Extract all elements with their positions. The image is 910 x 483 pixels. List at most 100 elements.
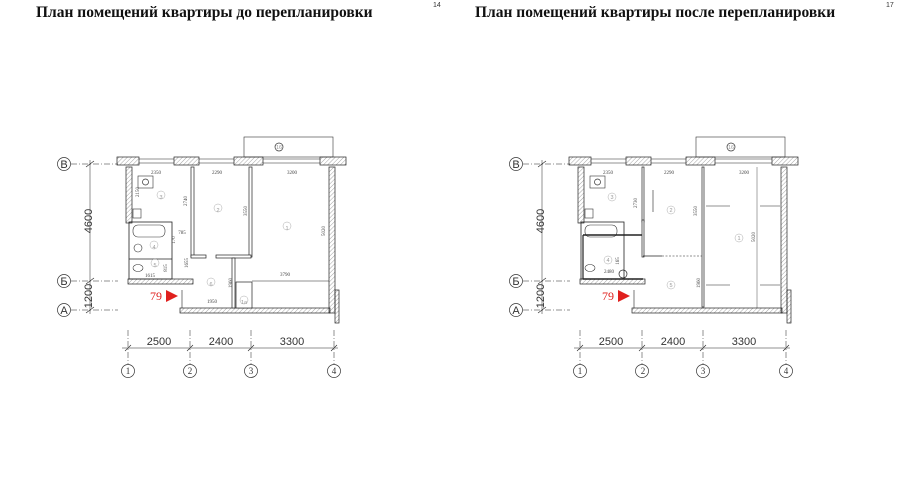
wall <box>780 166 788 314</box>
room-bubble <box>603 255 613 265</box>
plan-line <box>85 277 95 285</box>
plan-line <box>330 344 338 352</box>
room-bubble <box>150 258 160 268</box>
wall <box>685 156 716 166</box>
col-dimension: 3300 <box>732 336 756 348</box>
plan-line <box>85 160 95 168</box>
dimension-label: 815 <box>164 264 169 272</box>
dimension-label: 2150 <box>136 187 141 198</box>
room-number: 6 <box>209 282 212 288</box>
toilet-icon <box>132 264 144 272</box>
plan-line <box>638 344 646 352</box>
wall <box>233 156 264 166</box>
axis-col-label: 2 <box>641 366 646 376</box>
axis-col-label: 1 <box>126 366 131 376</box>
washbasin-icon <box>618 269 628 279</box>
room-number: 5 <box>153 263 156 269</box>
partition <box>231 257 236 309</box>
partition <box>641 219 645 258</box>
wall <box>319 156 347 166</box>
room-bubble <box>726 142 736 152</box>
partition <box>248 166 253 258</box>
sink-icon <box>584 208 594 219</box>
axis-bubble <box>779 364 793 378</box>
wall <box>127 278 194 285</box>
plan-before-labels: В Б А 1 2 3 4 2500 2400 3300 4600 1200 2… <box>60 145 336 376</box>
axis-bubble <box>509 303 523 317</box>
axis-bubble <box>696 364 710 378</box>
dimension-label: 2290 <box>664 171 675 176</box>
plan-line <box>124 344 132 352</box>
dimension-label: 5020 <box>322 226 327 237</box>
plan-line <box>85 306 95 314</box>
col-dimension: 2400 <box>209 336 233 348</box>
washbasin-icon <box>133 243 143 253</box>
plan-before <box>57 136 347 378</box>
room-number: 2 <box>216 208 219 214</box>
axis-col-label: 4 <box>784 366 789 376</box>
row-dimension: 4600 <box>535 209 547 233</box>
wall <box>116 156 140 166</box>
axis-col-label: 1 <box>578 366 583 376</box>
stove-icon <box>137 175 154 189</box>
col-dimension: 2500 <box>147 336 171 348</box>
wall <box>328 166 336 314</box>
plan-line <box>782 344 790 352</box>
room-bubble <box>666 205 676 215</box>
closet-room-1a <box>235 281 253 309</box>
stove-burner-icon <box>594 178 601 186</box>
bathtub-icon <box>132 224 166 238</box>
entrance-arrow-icon <box>618 290 630 302</box>
dimension-label: 2350 <box>151 171 162 176</box>
room-number: 3 <box>610 195 613 201</box>
row-dimension: 1200 <box>535 284 547 308</box>
wall <box>786 289 792 324</box>
room-bubble <box>149 240 159 250</box>
wall <box>625 156 652 166</box>
dimension-label: 785 <box>178 231 186 236</box>
wall <box>173 156 200 166</box>
left-plan-title: План помещений квартиры до перепланировк… <box>36 4 373 21</box>
axis-bubble <box>57 303 71 317</box>
bathroom-block <box>128 221 173 280</box>
wall <box>577 166 585 224</box>
entrance-marker-label: 79 <box>602 289 614 303</box>
axis-row-label: А <box>60 305 68 317</box>
dimension-label: 170 <box>172 236 177 244</box>
dimension-label: 3200 <box>287 171 298 176</box>
left-page-number: 14 <box>433 2 441 9</box>
glass-partition <box>701 166 705 308</box>
axis-bubble <box>509 157 523 171</box>
bathroom-block <box>580 221 625 280</box>
entrance-marker-label: 79 <box>150 289 162 303</box>
partition <box>190 166 195 258</box>
dimension-label: 2480 <box>604 270 615 275</box>
axis-col-label: 3 <box>249 366 254 376</box>
wall <box>334 289 340 324</box>
room-number: 3 <box>159 195 162 201</box>
dimension-label: 3550 <box>244 206 249 217</box>
entrance-arrow-icon <box>166 290 178 302</box>
dimension-label: 2730 <box>634 198 639 209</box>
dimension-label: 1960 <box>229 278 234 289</box>
plan-line <box>537 277 547 285</box>
plan-line <box>247 344 255 352</box>
room-bubble <box>282 221 292 231</box>
partition <box>215 254 252 259</box>
col-dimension: 2500 <box>599 336 623 348</box>
dimension-label: 3790 <box>280 273 291 278</box>
dimension-label: 2740 <box>184 196 189 207</box>
wall <box>579 278 646 285</box>
axis-row-label: Б <box>512 276 519 288</box>
plan-after-labels: В Б А 1 2 3 4 2500 2400 3300 4600 1200 2… <box>512 145 788 376</box>
axis-col-label: 4 <box>332 366 337 376</box>
wall <box>631 307 783 314</box>
right-plan-title: План помещений квартиры после перепланир… <box>475 4 836 21</box>
right-page-number: 17 <box>886 2 894 9</box>
balcony <box>695 136 786 158</box>
dimension-label: 3550 <box>694 206 699 217</box>
row-dimension: 1200 <box>83 284 95 308</box>
balcony <box>243 136 334 158</box>
axis-bubble <box>509 274 523 288</box>
dimension-label: 2350 <box>603 171 614 176</box>
